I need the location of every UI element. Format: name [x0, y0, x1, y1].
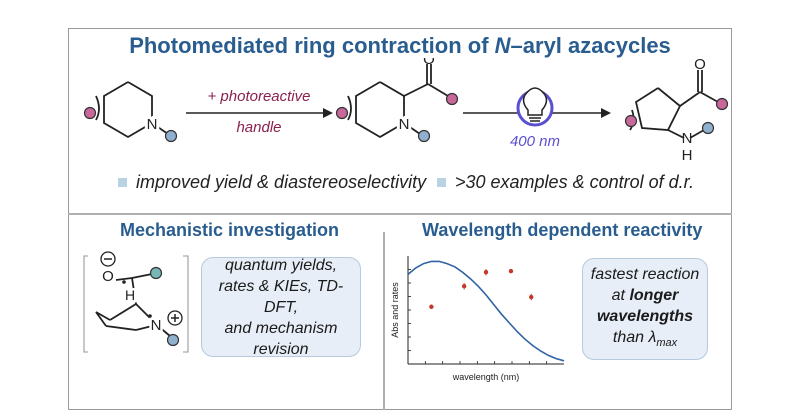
- column-divider: [383, 232, 385, 410]
- bullet-icon: [118, 178, 127, 187]
- absorbance-curve: [407, 260, 565, 362]
- pyrrolidine-product: [629, 70, 719, 139]
- rate-point: [508, 268, 514, 274]
- reagent-label-line1: + photoreactive: [208, 88, 311, 105]
- pink-aryl-dot: [83, 106, 97, 120]
- mechanism-line-2: rates & KIEs, TD-DFT,: [218, 277, 344, 316]
- mechanism-line-3: and mechanism: [224, 319, 338, 337]
- chart-x-label: wavelength (nm): [452, 372, 520, 382]
- highlight-yield: improved yield & diastereoselectivity: [136, 172, 427, 192]
- mechanism-line-1: quantum yields,: [224, 256, 338, 274]
- bullet-icon: [437, 178, 446, 187]
- section-divider: [68, 213, 732, 215]
- rate-point: [461, 284, 467, 289]
- pink-ketone-dot: [445, 92, 459, 106]
- pink-aryl-dot-3: [624, 114, 638, 128]
- mechanism-title: Mechanistic investigation: [120, 220, 340, 240]
- reaction-scheme: N + photoreactive handle O N 400 nm: [83, 58, 729, 164]
- wavelength-line-4: than λmax: [612, 328, 678, 350]
- wavelength-title: Wavelength dependent reactivity: [422, 220, 703, 240]
- intermediate-N: N: [399, 116, 410, 133]
- chart-ticks: [408, 269, 548, 364]
- rate-point: [483, 270, 489, 275]
- pink-product-dot: [715, 97, 729, 111]
- arrow-head-1: [323, 108, 333, 118]
- hydrogen-atom: H: [125, 287, 135, 303]
- wavelength-chart: Abs and rates wavelength (nm): [390, 256, 565, 382]
- product-N: N: [682, 130, 693, 147]
- rate-point: [529, 294, 534, 300]
- atom-N: N: [147, 116, 158, 133]
- pink-aryl-dot-2: [335, 106, 349, 120]
- outer-frame: [68, 28, 732, 410]
- wavelength-line-2: at longer: [611, 286, 679, 304]
- rate-point: [429, 304, 434, 309]
- blue-product-dot: [701, 121, 715, 135]
- product-H: H: [682, 147, 693, 164]
- mechanism-line-4: revision: [253, 340, 309, 358]
- ketone-O: O: [423, 58, 435, 68]
- blue-aryl-dot: [164, 129, 178, 143]
- rate-points: [429, 268, 534, 309]
- blue-substituent-dot: [166, 333, 180, 347]
- ketone-intermediate: [347, 64, 449, 139]
- light-bulb-icon: [522, 87, 548, 122]
- wavelength-summary-box: fastest reaction at longer wavelengths t…: [582, 258, 708, 360]
- page-title: Photomediated ring contraction of N–aryl…: [129, 33, 671, 58]
- mechanism-summary-box: quantum yields, rates & KIEs, TD-DFT, an…: [201, 256, 361, 358]
- reagent-label-line2: handle: [236, 119, 281, 136]
- arrow-head-2: [601, 108, 611, 118]
- light-wavelength-label: 400 nm: [510, 133, 560, 150]
- wavelength-line-1: fastest reaction: [590, 265, 700, 283]
- product-O: O: [694, 58, 706, 73]
- highlight-examples: >30 examples & control of d.r.: [455, 172, 694, 192]
- nitrogen-atom: N: [151, 317, 162, 334]
- radical-intermediate-structure: O H N: [83, 251, 189, 353]
- oxygen-atom: O: [102, 268, 114, 285]
- piperidine-reactant: [95, 81, 169, 139]
- wavelength-line-3: wavelengths: [596, 307, 694, 325]
- teal-substituent-dot: [149, 266, 163, 280]
- blue-aryl-dot-2: [417, 129, 431, 143]
- chart-y-label: Abs and rates: [390, 282, 400, 338]
